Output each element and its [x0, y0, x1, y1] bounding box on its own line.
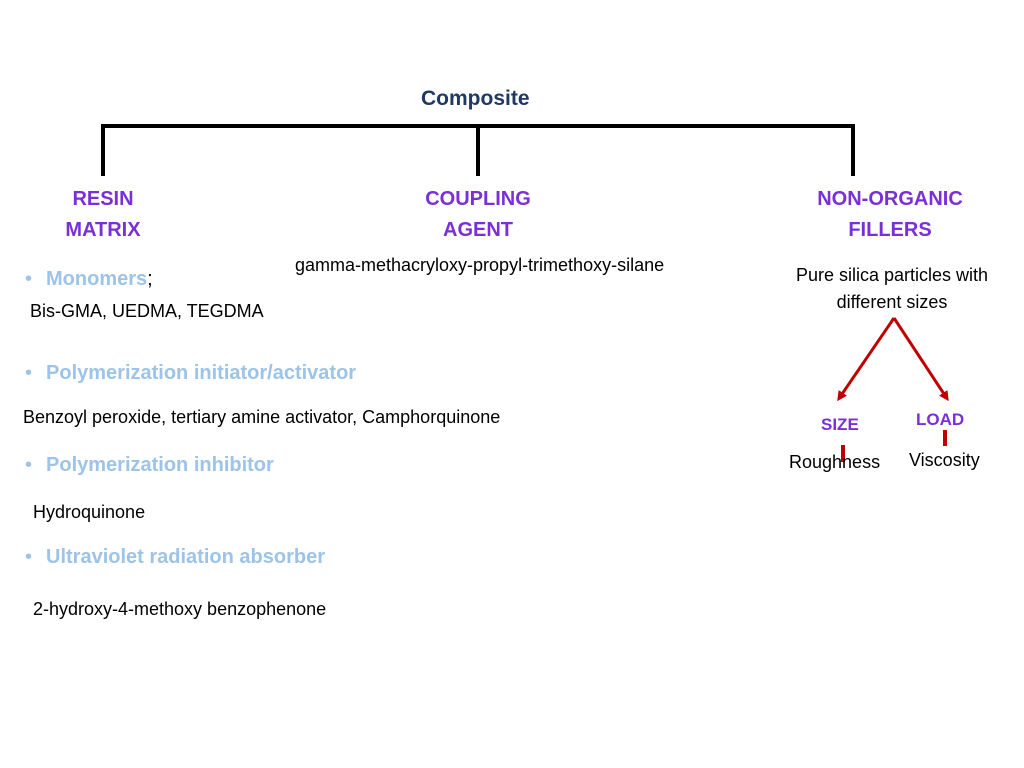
resin-item-detail: Hydroquinone	[33, 502, 146, 522]
filler-arrows	[837, 317, 949, 462]
bullet-icon: •	[25, 362, 33, 384]
resin-item-label: Polymerization inhibitor	[46, 454, 274, 476]
size-effect-roughness: Roughness	[789, 452, 881, 472]
resin-item-initiator: • Polymerization initiator/activator	[25, 362, 356, 385]
resin-item-label: Monomers;	[46, 268, 153, 290]
bullet-icon: •	[25, 454, 33, 476]
bullet-icon: •	[25, 546, 33, 568]
diagram-title: Composite	[421, 87, 530, 110]
size-label: SIZE	[821, 415, 859, 434]
resin-item-uv-absorber: • Ultraviolet radiation absorber	[25, 546, 325, 569]
category-non-organic-fillers: NON-ORGANIC FILLERS	[817, 188, 963, 241]
resin-item-detail: Benzoyl peroxide, tertiary amine activat…	[23, 407, 501, 427]
arrow-to-size	[837, 317, 896, 402]
resin-item-label: Polymerization initiator/activator	[46, 362, 357, 384]
resin-item-detail: 2-hydroxy-4-methoxy benzophenone	[33, 599, 327, 619]
tree-bracket	[101, 124, 855, 176]
resin-item-inhibitor: • Polymerization inhibitor	[25, 454, 274, 477]
load-label: LOAD	[916, 410, 965, 429]
fillers-description: Pure silica particles with different siz…	[795, 265, 989, 312]
load-effect-viscosity: Viscosity	[909, 450, 980, 470]
resin-item-detail: Bis-GMA, UEDMA, TEGDMA	[30, 301, 264, 321]
bullet-icon: •	[25, 268, 33, 290]
coupling-agent-text: gamma-methacryloxy-propyl-trimethoxy-sil…	[295, 255, 665, 275]
resin-item-label: Ultraviolet radiation absorber	[46, 546, 325, 568]
category-coupling-agent: COUPLING AGENT	[425, 188, 531, 241]
arrow-to-load	[892, 317, 949, 402]
category-resin-matrix: RESIN MATRIX	[65, 188, 141, 241]
resin-item-monomers: • Monomers;	[25, 268, 153, 291]
